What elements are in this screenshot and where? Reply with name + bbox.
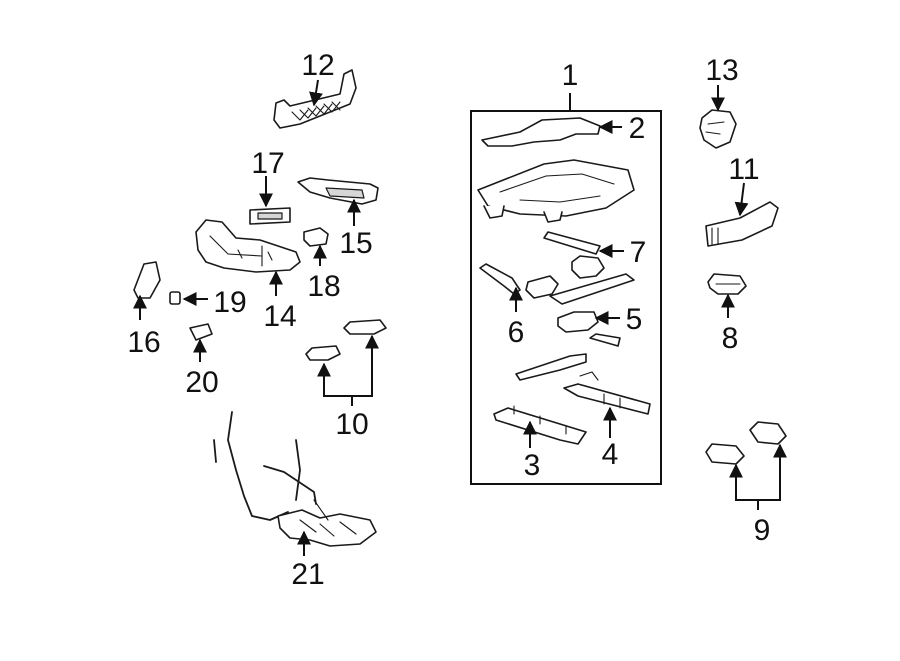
part-16-bezel: [133, 261, 161, 299]
callout-14: 14: [263, 300, 296, 333]
leader-11: [734, 182, 749, 217]
part-11-trim-panel: [705, 201, 779, 247]
callout-4: 4: [602, 438, 619, 471]
assembly-frame: [470, 110, 662, 485]
part-6-motor-rod: [479, 263, 559, 299]
callout-labels: 1 2 3 4 5 6 7 8 9 10 11 12 13 14 15 16 1…: [127, 49, 770, 591]
part-7-motor: [543, 231, 605, 279]
callout-18: 18: [307, 270, 340, 303]
leader-10: [323, 334, 379, 397]
callout-17: 17: [251, 147, 284, 180]
part-17-switch: [249, 207, 291, 225]
callout-16: 16: [127, 326, 160, 359]
callout-6: 6: [508, 316, 525, 349]
part-20-knob: [189, 323, 213, 341]
part-15-shield: [297, 177, 379, 205]
callout-11: 11: [728, 153, 759, 186]
leader-lines: [133, 79, 787, 556]
part-9-shields: [705, 421, 787, 465]
part-5-motor: [557, 311, 621, 347]
callout-19: 19: [213, 286, 246, 319]
callout-3: 3: [524, 449, 541, 482]
part-8-trim: [707, 273, 747, 295]
callout-10: 10: [335, 408, 368, 441]
callout-7: 7: [630, 236, 647, 269]
part-4-track: [563, 371, 651, 415]
part-3-track: [493, 405, 587, 445]
callout-1: 1: [562, 59, 579, 92]
callout-2: 2: [629, 112, 646, 145]
part-18-knob: [303, 227, 329, 247]
callout-13: 13: [705, 54, 738, 87]
callout-9: 9: [754, 514, 771, 547]
callout-21: 21: [291, 558, 324, 591]
part-13-cover: [699, 109, 737, 149]
part-19-button: [169, 291, 181, 305]
callout-12: 12: [301, 49, 334, 82]
callout-8: 8: [722, 322, 739, 355]
part-1-track-link: [515, 273, 635, 381]
callout-20: 20: [185, 366, 218, 399]
part-2-pad: [481, 117, 601, 147]
callout-5: 5: [626, 303, 643, 336]
part-1-seat-frame: [477, 159, 635, 223]
callout-15: 15: [339, 227, 372, 260]
part-14-shield: [195, 219, 301, 273]
part-10-shields: [305, 319, 387, 361]
leader-12: [309, 79, 323, 107]
part-12-bracket: [273, 69, 357, 129]
